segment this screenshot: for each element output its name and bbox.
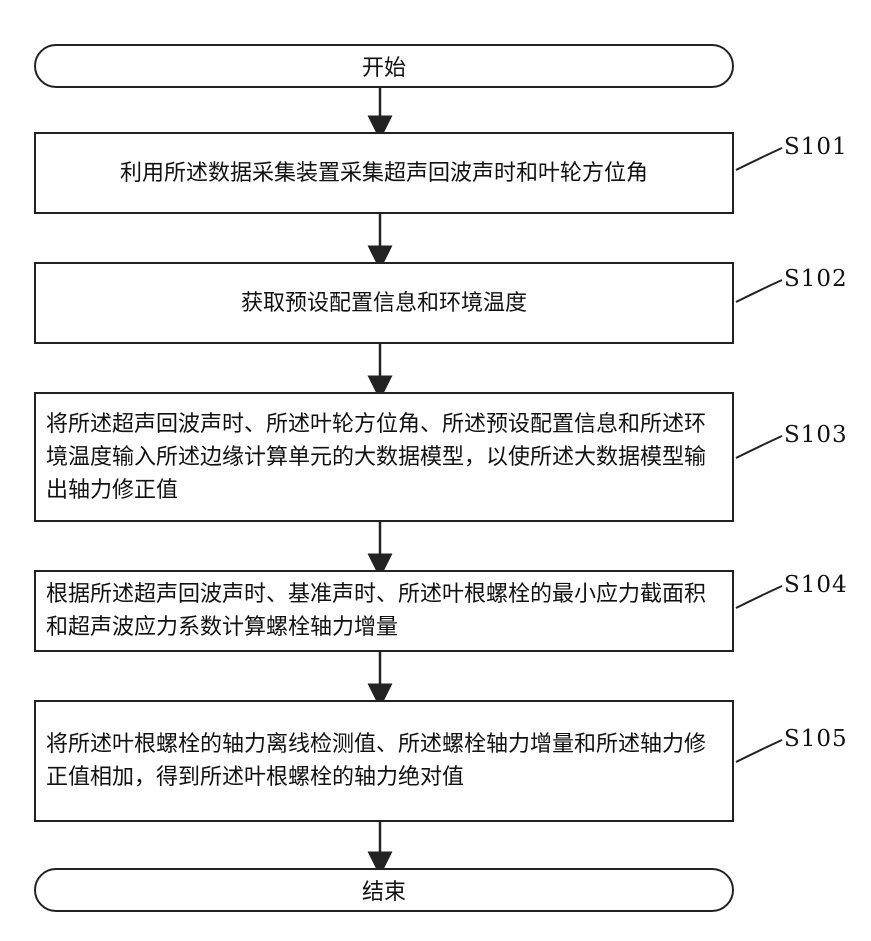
- leader-s104: [736, 586, 782, 608]
- step-box-s102: 获取预设配置信息和环境温度: [34, 262, 734, 344]
- step-box-s103: 将所述超声回波声时、所述叶轮方位角、所述预设配置信息和所述环境温度输入所述边缘计…: [34, 392, 734, 522]
- step-label-s105: S105: [784, 726, 848, 752]
- start-label: 开始: [362, 50, 406, 82]
- step-label-s103: S103: [784, 422, 848, 448]
- leader-s103: [736, 436, 782, 458]
- step-text-s103: 将所述超声回波声时、所述叶轮方位角、所述预设配置信息和所述环境温度输入所述边缘计…: [46, 408, 722, 507]
- leader-s102: [736, 280, 782, 302]
- leader-s101: [736, 148, 782, 170]
- step-label-s102: S102: [784, 266, 848, 292]
- step-label-s104: S104: [784, 572, 848, 598]
- end-terminal: 结束: [34, 868, 734, 912]
- step-box-s105: 将所述叶根螺栓的轴力离线检测值、所述螺栓轴力增量和所述轴力修正值相加，得到所述叶…: [34, 700, 734, 822]
- leader-s105: [736, 740, 782, 762]
- step-label-s101: S101: [784, 134, 848, 160]
- step-box-s104: 根据所述超声回波声时、基准声时、所述叶根螺栓的最小应力截面积和超声波应力系数计算…: [34, 570, 734, 652]
- step-box-s101: 利用所述数据采集装置采集超声回波声时和叶轮方位角: [34, 132, 734, 214]
- step-text-s101: 利用所述数据采集装置采集超声回波声时和叶轮方位角: [42, 157, 726, 190]
- step-text-s105: 将所述叶根螺栓的轴力离线检测值、所述螺栓轴力增量和所述轴力修正值相加，得到所述叶…: [46, 728, 722, 794]
- step-text-s102: 获取预设配置信息和环境温度: [42, 287, 726, 320]
- end-label: 结束: [362, 874, 406, 906]
- step-text-s104: 根据所述超声回波声时、基准声时、所述叶根螺栓的最小应力截面积和超声波应力系数计算…: [46, 578, 722, 644]
- start-terminal: 开始: [34, 44, 734, 88]
